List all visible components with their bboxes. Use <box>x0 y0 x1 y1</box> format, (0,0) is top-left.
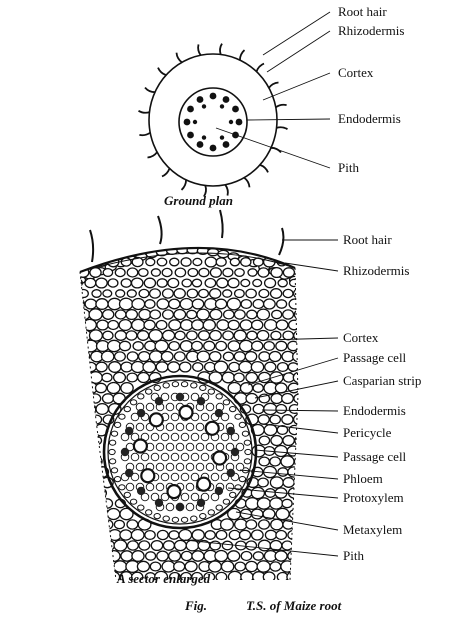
sector-stele <box>102 374 258 530</box>
label-sector-phloem: Phloem <box>343 471 383 486</box>
sector-root-hairs <box>89 209 285 263</box>
label-sector-cortex: Cortex <box>343 330 379 345</box>
sector-leaders <box>184 239 339 557</box>
label-sector-pericycle: Pericycle <box>343 425 392 440</box>
ground-plan-leaders <box>215 11 331 169</box>
label-sector-metaxylem: Metaxylem <box>343 522 403 537</box>
figure-title: T.S. of Maize root <box>246 598 342 613</box>
ground-plan-figure <box>138 43 288 197</box>
ground-plan-vascular-bundles <box>183 92 243 152</box>
ground-plan-stele <box>178 87 248 157</box>
label-sector-casparian-strip: Casparian strip <box>343 373 422 388</box>
caption-ground-plan: Ground plan <box>164 193 233 208</box>
ground-plan-root-hairs <box>138 43 288 197</box>
caption-sector-enlarged: A sector enlarged <box>117 571 211 586</box>
sector-figure <box>79 209 299 581</box>
label-sector-root-hair: Root hair <box>343 232 392 247</box>
label-sector-passage-cell-1: Passage cell <box>343 350 407 365</box>
label-ground-pith: Pith <box>338 160 359 175</box>
label-ground-rhizodermis: Rhizodermis <box>338 23 405 38</box>
label-sector-endodermis: Endodermis <box>343 403 406 418</box>
label-ground-root-hair: Root hair <box>338 4 387 19</box>
label-ground-cortex: Cortex <box>338 65 374 80</box>
label-sector-passage-cell-2: Passage cell <box>343 449 407 464</box>
label-sector-rhizodermis: Rhizodermis <box>343 263 410 278</box>
label-ground-endodermis: Endodermis <box>338 111 401 126</box>
label-sector-pith: Pith <box>343 548 364 563</box>
sector-outline <box>79 246 296 274</box>
figure-label: Fig. <box>185 598 208 613</box>
label-sector-protoxylem: Protoxylem <box>343 490 404 505</box>
